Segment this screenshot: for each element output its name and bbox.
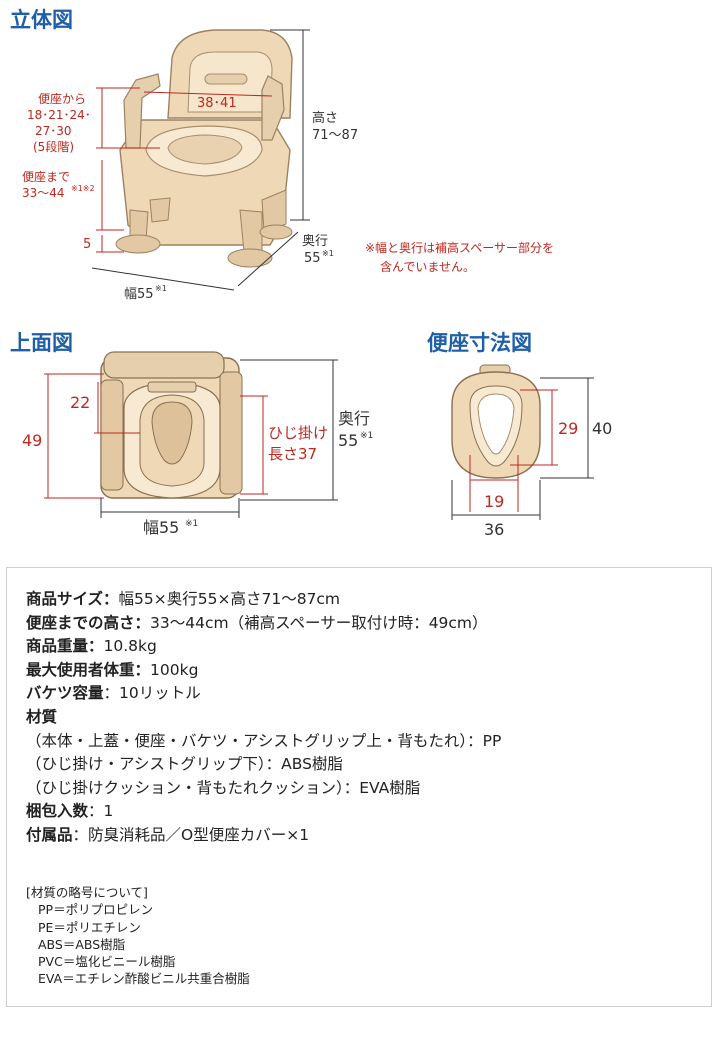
spec-row: 最大使用者体重：100kg [26,660,199,679]
abbrev-item: EVA＝エチレン酢酸ビニル共重合樹脂 [38,971,250,987]
abbrev-item: PE＝ポリエチレン [38,919,141,935]
seat-from-label-2: 18･21･24･ [27,108,91,122]
dim-40: 40 [592,419,612,438]
seat-illustration [451,364,541,479]
seat-dimension-title: 便座寸法図 [427,331,532,355]
dim-49: 49 [22,431,42,450]
elbow-label-2: 長さ37 [268,445,317,463]
abbrev-item: PVC＝塩化ビニール樹脂 [38,954,176,970]
width-sup: ※1 [185,519,198,529]
spec-row: 材質 [26,707,58,726]
spec-row: 便座までの高さ：33～44cm（補高スペーサー取付け時：49cm） [26,613,488,632]
perspective-diagram: 便座から 18･21･24･ 27･30 (5段階) 便座まで 33～44 ※1… [22,29,554,302]
abbrev-title: [材質の略号について] [26,885,148,900]
inner-width-label: 38･41 [197,96,237,111]
abbrev-item: ABS＝ABS樹脂 [38,936,126,952]
spec-list: 商品サイズ：幅55×奥行55×高さ71～87cm 便座までの高さ：33～44cm… [26,588,501,848]
top-red-dimensions [44,373,268,499]
width-label: 幅55 [124,287,154,302]
seat-red-dimensions [469,389,558,512]
spec-row: 商品重量：10.8kg [26,637,157,656]
top-view-title: 上面図 [10,331,73,355]
spec-row: （本体・上蓋・便座・バケツ・アシストグリップ上・背もたれ）：PP [26,731,502,750]
abbrev-item: PP＝ポリプロピレン [38,902,154,918]
red-dimension-lines [96,87,273,253]
depth-label-2: 55 [338,431,358,450]
seat-from-label-4: (5段階) [33,139,74,154]
elbow-label-1: ひじ掛け [268,424,328,442]
dim-29: 29 [558,419,578,438]
dim-19: 19 [484,492,504,511]
spec-row: 梱包入数：1 [26,802,114,821]
spec-row: 商品サイズ：幅55×奥行55×高さ71～87cm [26,590,341,608]
height-label-2: 71～87 [312,128,358,143]
dim-36: 36 [484,520,504,539]
top-black-dimensions [100,359,338,518]
depth-label-1: 奥行 [338,409,370,428]
seat-from-label-1: 便座から [38,91,86,106]
note-line-2: 含んでいません。 [380,259,475,274]
spec-box [6,567,712,1007]
width-sup: ※1 [155,284,167,293]
dimension-lines [91,29,310,291]
height-label-1: 高さ [312,110,338,126]
depth-label-2: 55 [304,251,321,266]
note-line-1: ※幅と奥行は補高スペーサー部分を [365,240,554,255]
seat-to-label-1: 便座まで [22,169,70,184]
abbreviation-notes: [材質の略号について] PP＝ポリプロピレン PE＝ポリエチレン ABS＝ABS… [26,884,250,988]
spec-row: 付属品：防臭消耗品／O型便座カバー×1 [26,825,310,844]
seat-diagram: 29 40 19 36 [451,364,612,539]
chair-illustration [115,29,293,268]
perspective-title: 立体図 [10,8,73,32]
depth-sup: ※1 [322,249,334,258]
depth-label-1: 奥行 [302,234,328,249]
spec-row: バケツ容量：10リットル [26,684,201,703]
seat-black-dimensions [451,377,594,520]
seat-to-label-2: 33～44 [22,186,65,200]
seat-from-label-3: 27･30 [35,124,72,138]
seat-to-sup: ※1※2 [71,184,95,193]
five-label: 5 [83,237,91,252]
top-view-diagram: 22 49 ひじ掛け 長さ37 奥行 55 ※1 幅55 ※1 [22,351,373,537]
width-label: 幅55 [143,518,179,537]
top-view-illustration [100,351,243,499]
depth-sup: ※1 [360,431,373,441]
dim-22: 22 [70,393,90,412]
spec-row: （ひじ掛け・アシストグリップ下）：ABS樹脂 [26,755,343,774]
spec-row: （ひじ掛けクッション・背もたれクッション）：EVA樹脂 [26,778,421,797]
